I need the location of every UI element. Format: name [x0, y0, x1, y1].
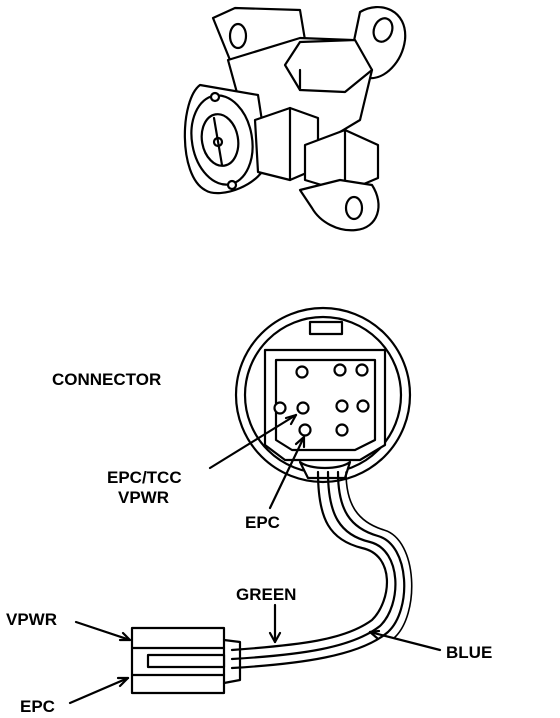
- inline-connector-plug: [130, 626, 242, 695]
- label-blue: BLUE: [446, 643, 492, 662]
- label-connector: CONNECTOR: [52, 370, 161, 389]
- wire-harness: [230, 470, 413, 670]
- label-vpwr-top: VPWR: [118, 488, 169, 507]
- label-epc-bottom: EPC: [20, 697, 55, 716]
- label-epc-mid: EPC: [245, 513, 280, 532]
- solenoid-body-illustration: [183, 5, 407, 232]
- label-epc-tcc: EPC/TCC: [107, 468, 182, 487]
- label-vpwr-left: VPWR: [6, 610, 57, 629]
- connector-face-illustration: [234, 306, 412, 484]
- leader-lines: [68, 413, 442, 705]
- label-green: GREEN: [236, 585, 296, 604]
